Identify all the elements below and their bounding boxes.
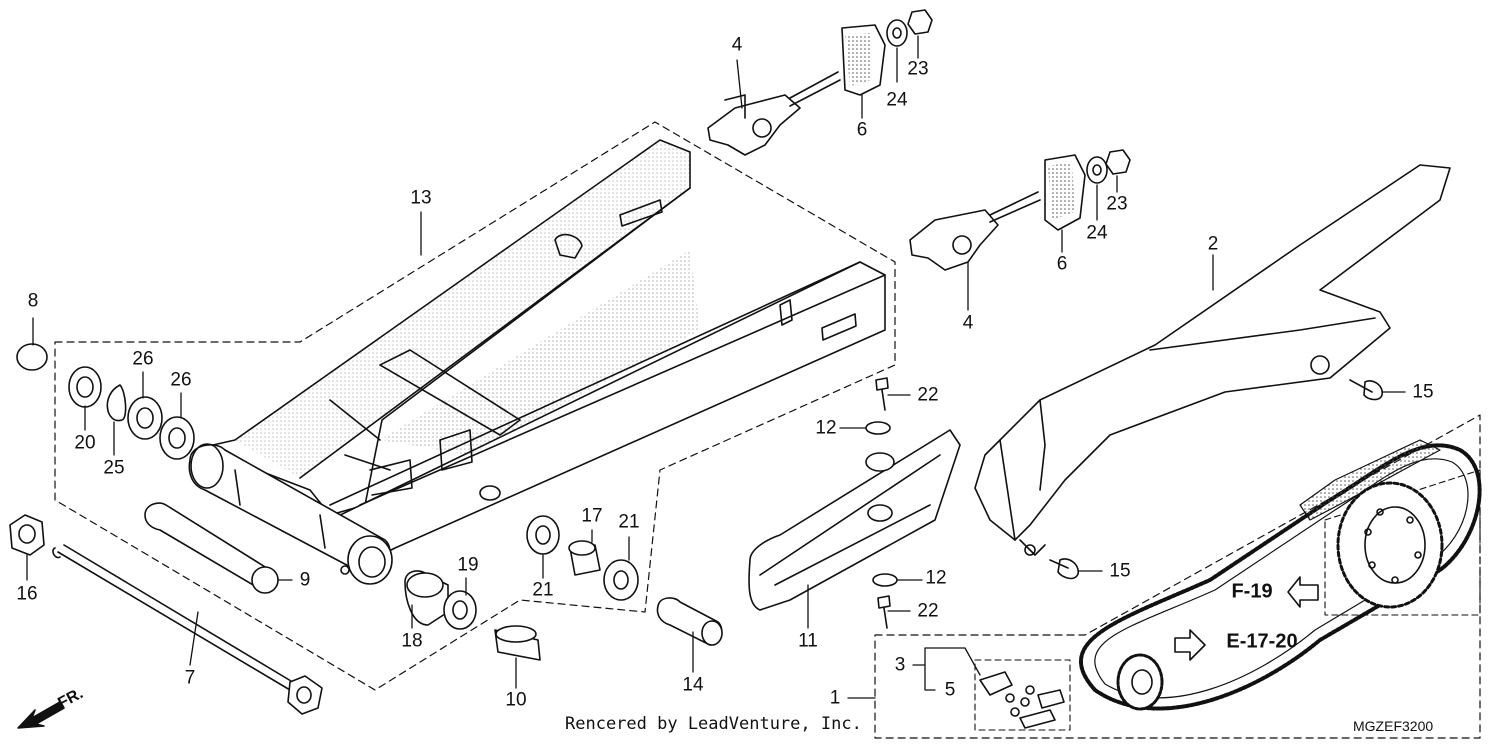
bolt-22-lower — [877, 595, 891, 629]
ref-e1720: E-17-20 — [1226, 630, 1298, 653]
front-arrow-icon — [17, 701, 65, 729]
callout-24-upper: 24 — [886, 89, 908, 111]
washer-24-upper — [886, 19, 908, 47]
callout-6-lower: 6 — [1056, 253, 1068, 275]
dust-seal-19 — [443, 590, 477, 630]
callout-20: 20 — [74, 432, 96, 454]
callout-21-a: 21 — [532, 579, 554, 601]
callout-13: 13 — [410, 187, 432, 209]
callout-26-a: 26 — [132, 348, 154, 370]
callout-16: 16 — [16, 583, 38, 605]
callout-5: 5 — [944, 679, 956, 701]
washer-12-upper — [865, 421, 891, 435]
washer-12-lower — [872, 573, 898, 587]
callout-4-upper: 4 — [731, 34, 743, 56]
callout-23-lower: 23 — [1106, 193, 1128, 215]
bolt-15-lower — [1049, 558, 1079, 580]
drive-sprocket — [1116, 653, 1164, 711]
callout-2: 2 — [1207, 233, 1219, 255]
callout-12-lower: 12 — [925, 567, 947, 589]
slider-block-6-lower — [1044, 154, 1086, 231]
callout-3: 3 — [894, 654, 906, 676]
callout-1: 1 — [829, 687, 841, 709]
callout-24-lower: 24 — [1086, 222, 1108, 244]
callout-15-upper: 15 — [1412, 381, 1434, 403]
callout-26-b: 26 — [170, 369, 192, 391]
chain-case-2 — [974, 164, 1451, 556]
f19-arrow — [1287, 576, 1319, 608]
group-outline-swingarm — [54, 121, 896, 691]
seal-21-b — [603, 559, 639, 601]
callout-18: 18 — [401, 630, 423, 652]
callout-15-lower: 15 — [1109, 560, 1131, 582]
group-outline-chain-kit — [874, 414, 1481, 739]
callout-21-b: 21 — [618, 511, 640, 533]
callout-23-upper: 23 — [907, 58, 929, 80]
swingarm-13 — [188, 139, 886, 585]
callout-9: 9 — [299, 569, 311, 591]
nut-23-upper — [907, 9, 933, 35]
callout-10: 10 — [505, 689, 527, 711]
callout-25: 25 — [103, 457, 125, 479]
callout-17: 17 — [581, 505, 603, 527]
bolt-22-upper — [875, 377, 889, 411]
diagram-code: MGZEF3200 — [1353, 718, 1434, 734]
e1720-arrow — [1174, 629, 1206, 661]
slider-block-6-upper — [841, 24, 886, 96]
nut-16 — [9, 514, 45, 556]
callout-22-upper: 22 — [917, 384, 939, 406]
callout-7: 7 — [184, 667, 196, 689]
callout-6-upper: 6 — [856, 119, 868, 141]
ref-f19: F-19 — [1231, 580, 1273, 603]
group-outline-master-link — [974, 659, 1071, 731]
callout-4-lower: 4 — [962, 312, 974, 334]
group-outline-sprocket — [1324, 469, 1481, 616]
callout-14: 14 — [682, 674, 704, 696]
callout-12-upper: 12 — [815, 417, 837, 439]
nut-23-lower — [1105, 149, 1131, 175]
pivot-bolt-7 — [57, 544, 297, 691]
seal-21-a — [526, 515, 560, 555]
collar-8 — [16, 343, 48, 371]
bearing-26-a — [127, 396, 163, 440]
callout-11: 11 — [798, 630, 818, 652]
drive-chain-1 — [1079, 439, 1482, 711]
callout-19: 19 — [457, 554, 479, 576]
bearing-20 — [68, 366, 102, 408]
rear-sprocket — [1336, 481, 1444, 609]
callout-8: 8 — [27, 290, 39, 312]
bolt-15-upper — [1349, 379, 1383, 401]
snap-ring-25 — [106, 384, 127, 422]
bearing-26-b — [159, 416, 195, 460]
footer-credit: Rencered by LeadVenture, Inc. — [565, 714, 862, 734]
chain-slider-11 — [748, 429, 961, 611]
callout-22-lower: 22 — [917, 600, 939, 622]
chain-adjuster-4-upper — [707, 71, 841, 156]
master-link-set-5 — [979, 671, 1065, 729]
chain-adjuster-4-lower — [909, 191, 1041, 271]
washer-24-lower — [1086, 156, 1108, 184]
